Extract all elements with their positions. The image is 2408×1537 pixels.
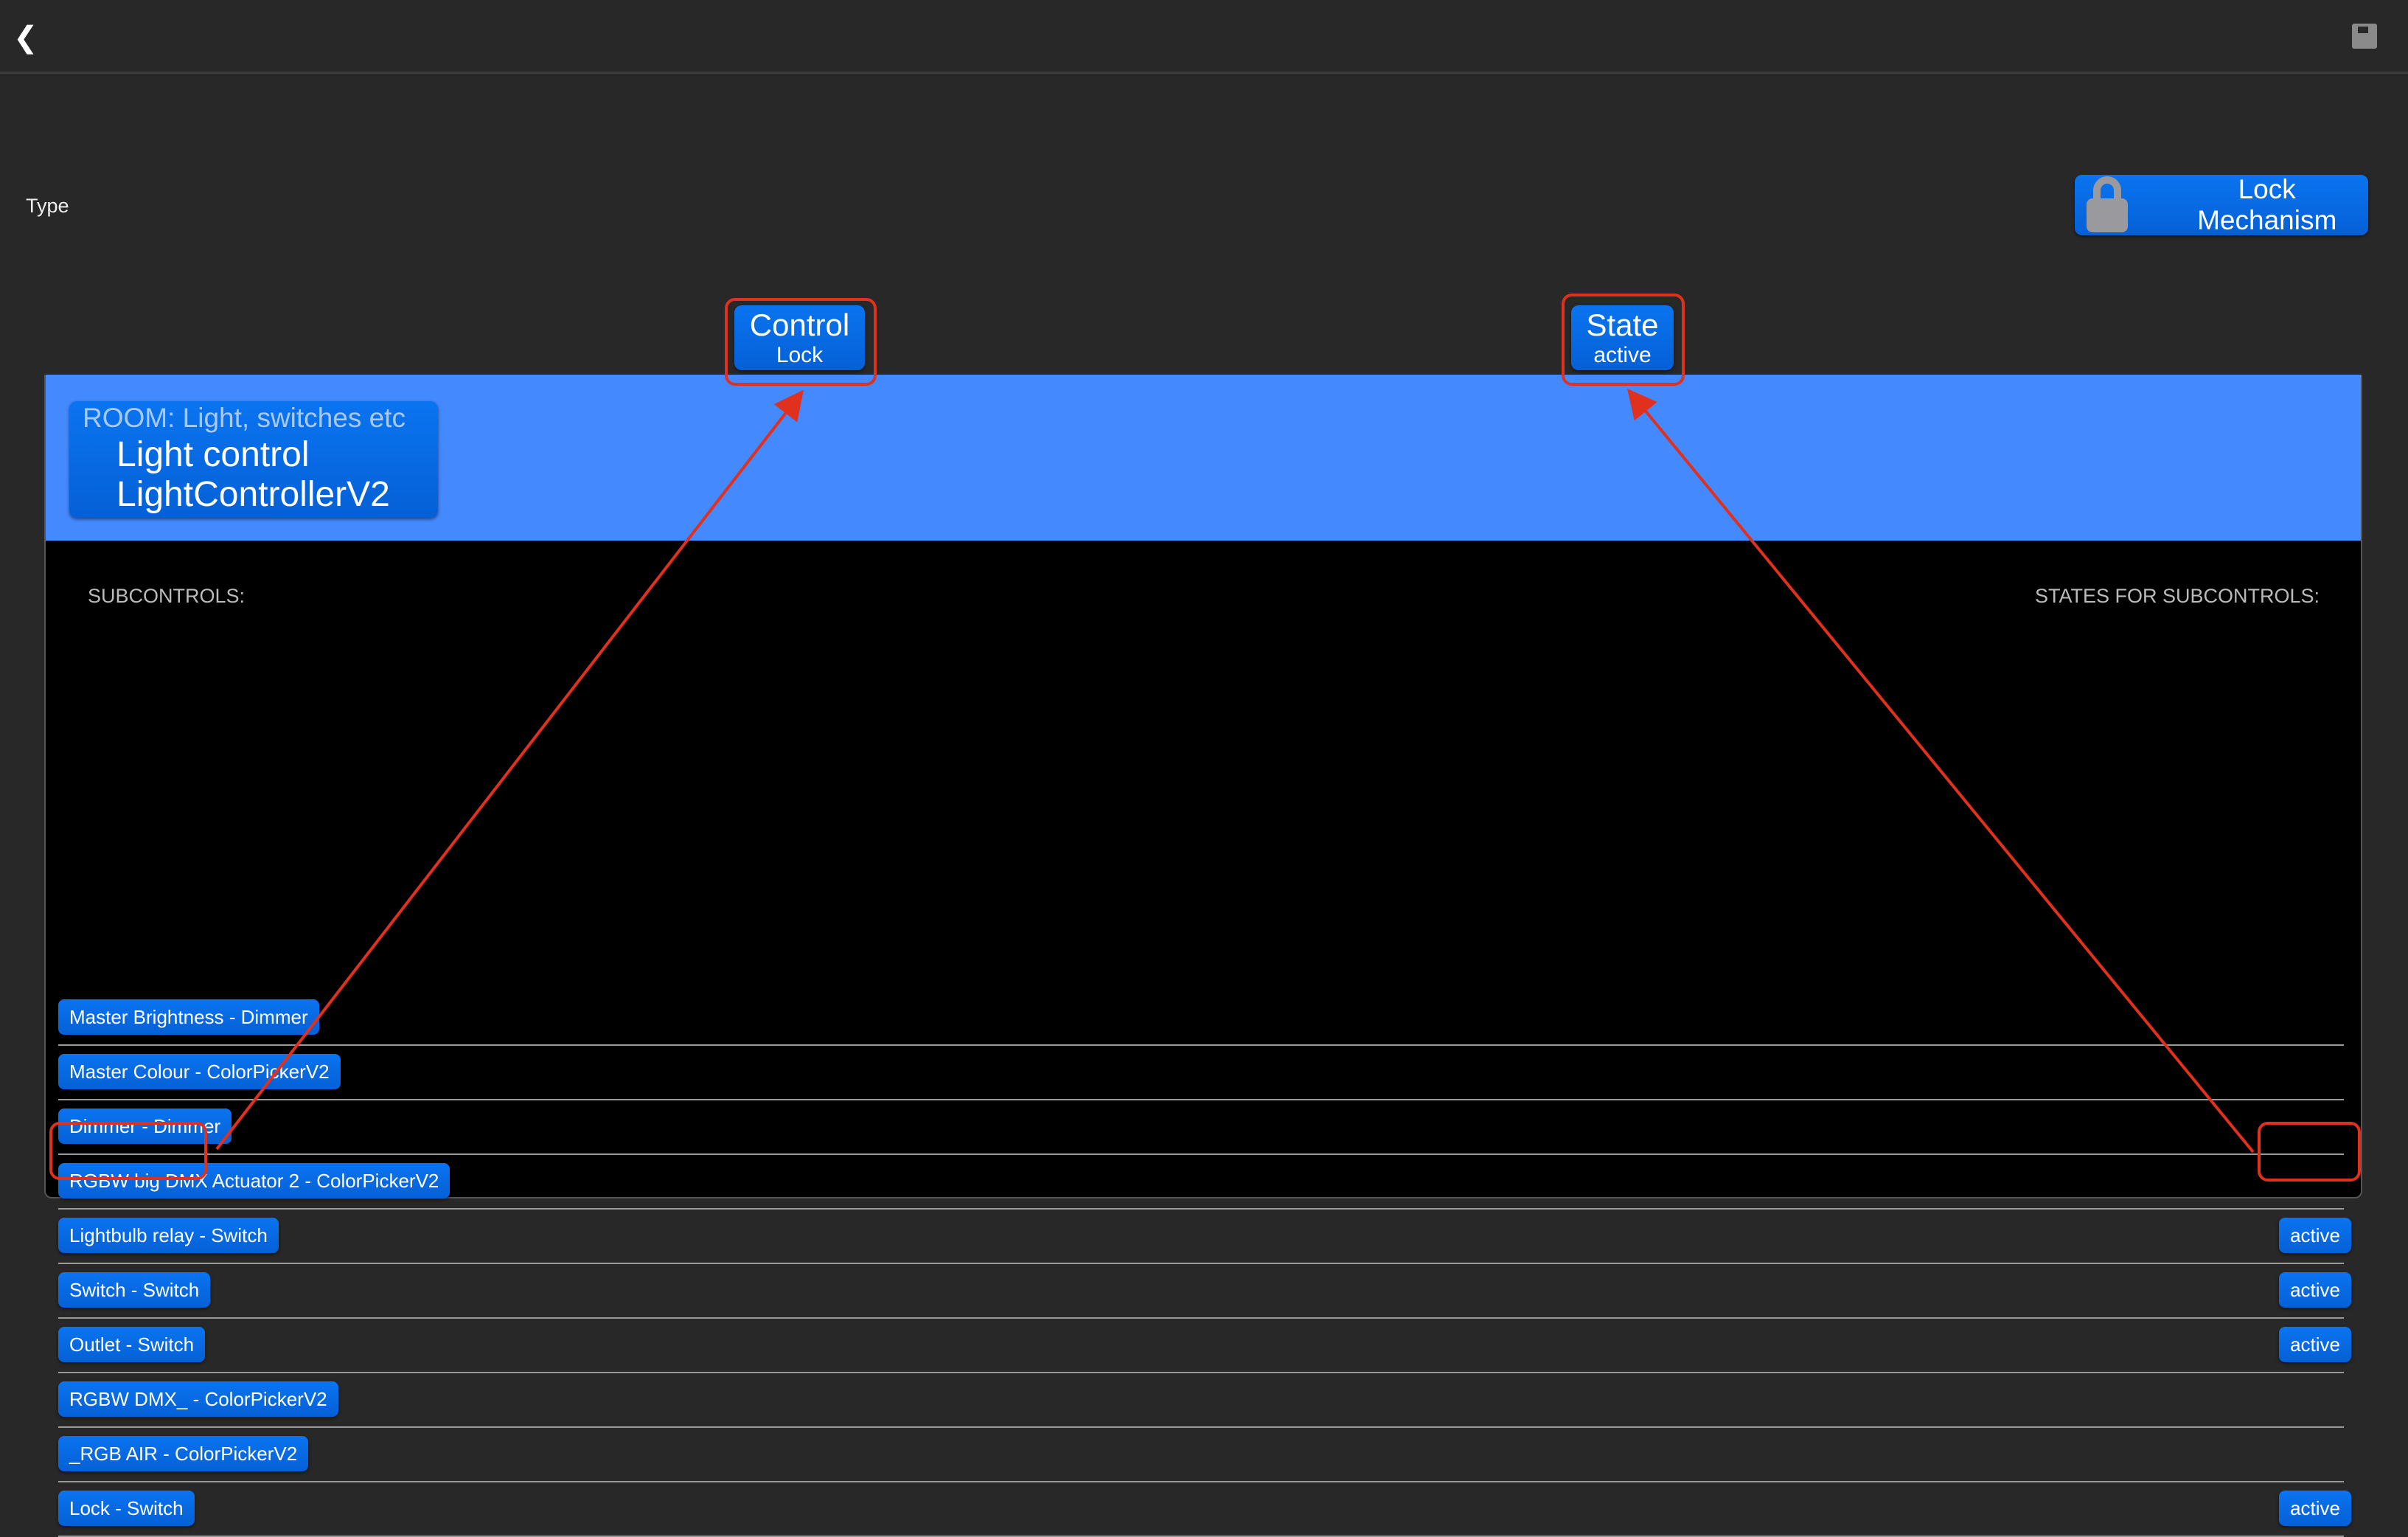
state-button[interactable]: State active bbox=[1571, 305, 1674, 370]
state-value: active bbox=[1593, 343, 1652, 367]
subcontrol-button[interactable]: Master Brightness - Dimmer bbox=[58, 999, 319, 1035]
subcontrol-button[interactable]: RGBW big DMX Actuator 2 - ColorPickerV2 bbox=[58, 1163, 450, 1198]
subcontrol-state-badge[interactable]: active bbox=[2279, 1218, 2351, 1253]
subcontrol-row: Lock - Switch active bbox=[58, 1482, 2351, 1537]
subcontrol-row: Outlet - Switch active bbox=[58, 1319, 2351, 1373]
subcontrol-button[interactable]: _RGB AIR - ColorPickerV2 bbox=[58, 1436, 309, 1471]
back-chevron-icon[interactable]: ❮ bbox=[13, 21, 38, 54]
type-value: Lock Mechanism bbox=[2197, 174, 2337, 235]
subcontrol-button[interactable]: RGBW DMX_ - ColorPickerV2 bbox=[58, 1381, 338, 1417]
control-type: LightControllerV2 bbox=[116, 475, 390, 514]
subcontrol-button[interactable]: Lightbulb relay - Switch bbox=[58, 1218, 279, 1253]
subcontrol-row: Switch - Switch active bbox=[58, 1264, 2351, 1319]
subcontrol-state-badge[interactable]: active bbox=[2279, 1272, 2351, 1308]
subcontrol-state-badge[interactable]: active bbox=[2279, 1491, 2351, 1526]
subcontrol-state-badge[interactable]: active bbox=[2279, 1327, 2351, 1362]
room-card[interactable]: ROOM: Light, switches etc Light control … bbox=[69, 401, 438, 518]
subcontrol-button[interactable]: Outlet - Switch bbox=[58, 1327, 206, 1362]
subcontrol-row: Master Colour - ColorPickerV2 bbox=[58, 1046, 2344, 1100]
control-name: Light control bbox=[116, 435, 310, 474]
type-label: Type bbox=[26, 195, 69, 217]
subcontrols-label: SUBCONTROLS: bbox=[88, 585, 246, 607]
subcontrol-row: RGBW big DMX Actuator 2 - ColorPickerV2 bbox=[58, 1155, 2344, 1210]
save-icon[interactable] bbox=[2352, 24, 2377, 49]
type-lock-mechanism-button[interactable]: Lock Mechanism bbox=[2075, 174, 2368, 235]
subcontrol-button[interactable]: Switch - Switch bbox=[58, 1272, 211, 1308]
subcontrol-row: RGBW DMX_ - ColorPickerV2 bbox=[58, 1373, 2344, 1428]
control-button[interactable]: Control Lock bbox=[734, 305, 865, 370]
subcontrol-button[interactable]: Dimmer - Dimmer bbox=[58, 1108, 232, 1144]
room-name: ROOM: Light, switches etc bbox=[83, 403, 406, 433]
control-panel: ROOM: Light, switches etc Light control … bbox=[44, 375, 2362, 1537]
subcontrol-row: Dimmer - Dimmer bbox=[58, 1100, 2344, 1155]
top-bar: ❮ bbox=[0, 0, 2408, 74]
subcontrol-button[interactable]: Master Colour - ColorPickerV2 bbox=[58, 1054, 341, 1089]
control-title: Control bbox=[749, 308, 850, 342]
subcontrol-row: Master Brightness - Dimmer bbox=[58, 991, 2344, 1046]
subcontrol-row: _RGB AIR - ColorPickerV2 bbox=[58, 1428, 2344, 1482]
lock-icon bbox=[2087, 176, 2128, 234]
control-value: Lock bbox=[776, 343, 824, 367]
state-title: State bbox=[1586, 308, 1659, 342]
subcontrol-button[interactable]: Lock - Switch bbox=[58, 1491, 195, 1526]
panel-header: ROOM: Light, switches etc Light control … bbox=[46, 375, 2361, 541]
subcontrol-row: Lightbulb relay - Switch active bbox=[58, 1210, 2351, 1264]
states-label: STATES FOR SUBCONTROLS: bbox=[2034, 585, 2320, 607]
